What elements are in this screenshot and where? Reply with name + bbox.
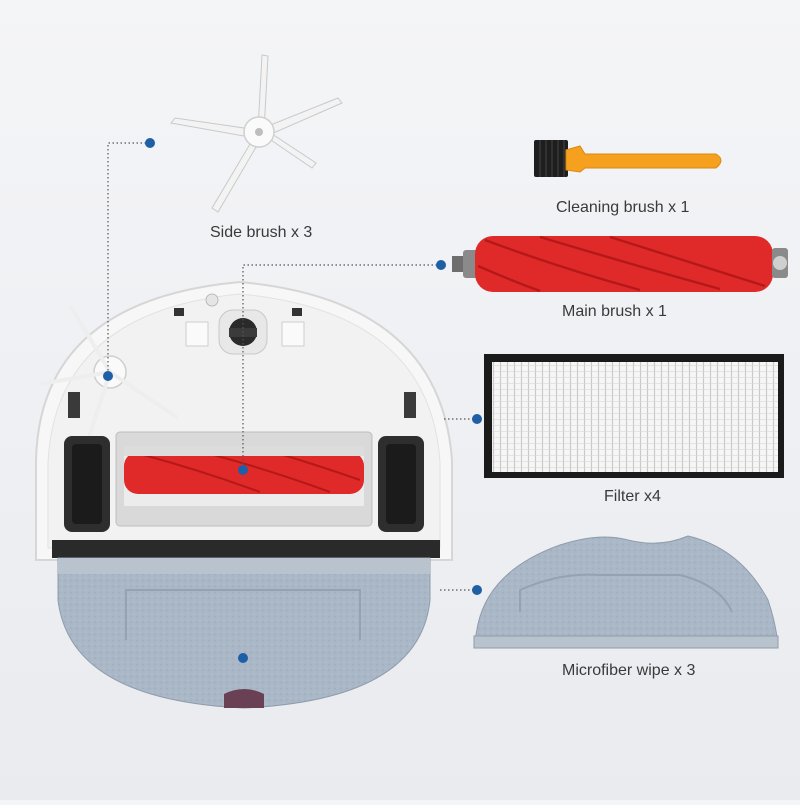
callout-filter (444, 414, 482, 424)
callout-microfiber-wipe (238, 585, 482, 663)
microfiber-wipe-image (473, 535, 779, 649)
microfiber-wipe-label: Microfiber wipe x 3 (562, 662, 696, 679)
callout-dot-main-brush (436, 260, 446, 270)
side-brush-label: Side brush x 3 (210, 224, 313, 241)
callout-dot-filter (472, 414, 482, 424)
main-brush-image (452, 235, 788, 293)
callout-main-brush (238, 260, 446, 475)
callout-dot-microfiber-wipe (472, 585, 482, 595)
side-brush-image (170, 54, 343, 213)
cleaning-brush-image (534, 140, 722, 177)
filter-label: Filter x4 (604, 488, 661, 505)
filter-image (484, 354, 784, 478)
main-brush-label: Main brush x 1 (562, 303, 667, 320)
robot-vacuum-image (35, 280, 453, 709)
callout-side-brush (103, 138, 155, 381)
cleaning-brush-label: Cleaning brush x 1 (556, 199, 690, 216)
callout-dot-side-brush (145, 138, 155, 148)
